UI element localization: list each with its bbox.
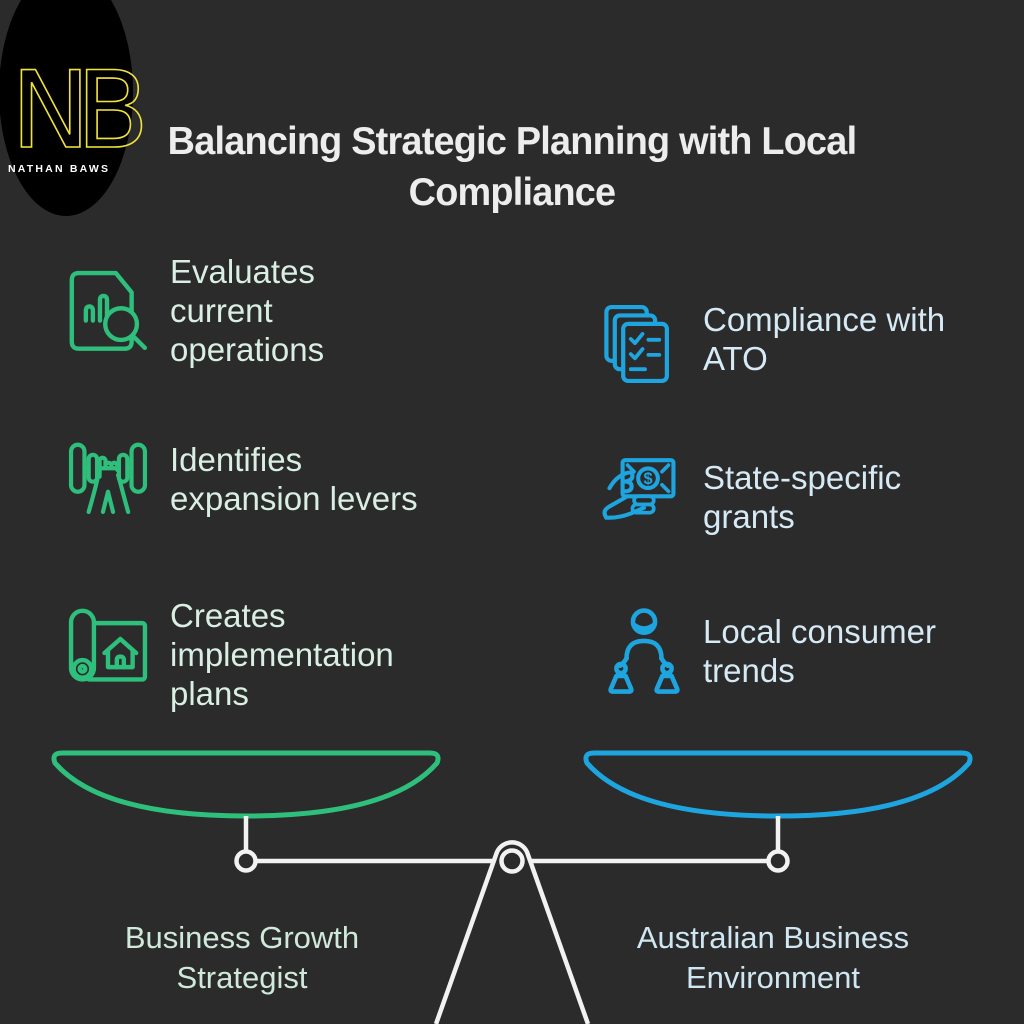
left-pan-label: Business Growth Strategist xyxy=(124,920,360,995)
blueprint-icon xyxy=(68,608,148,682)
item-label-local-consumer-trends: Local consumer trends xyxy=(703,613,936,689)
scale-stand xyxy=(433,840,591,1024)
checklist-documents-icon xyxy=(604,304,669,384)
left-pan-pivot-ring xyxy=(234,849,258,873)
dumbbell-hand-icon xyxy=(68,442,148,515)
item-label-creates-implementation-plans: Creates implementation plans xyxy=(170,597,394,712)
page-title: Balancing Strategic Planning with Local … xyxy=(167,120,857,214)
money-hand-icon: $ xyxy=(602,458,676,520)
scale-fulcrum-ring xyxy=(499,848,525,874)
item-label-evaluates-current-operations: Evaluates current operations xyxy=(170,253,325,368)
right-pan-pivot-ring xyxy=(766,849,790,873)
item-label-identifies-expansion-levers: Identifies expansion levers xyxy=(170,441,418,517)
left-scale-pan xyxy=(51,750,441,819)
logo-name: NATHAN BAWS xyxy=(8,163,110,175)
item-label-state-specific-grants: State-specific grants xyxy=(703,459,902,535)
logo-ellipse xyxy=(0,0,133,216)
dollar-sign: $ xyxy=(643,470,652,488)
item-label-compliance-with-ato: Compliance with ATO xyxy=(703,301,946,377)
right-scale-pan xyxy=(583,750,973,819)
right-pan-label: Australian Business Environment xyxy=(636,920,910,995)
logo-monogram: NB xyxy=(11,49,142,172)
balance-scale xyxy=(51,750,973,1024)
people-network-icon xyxy=(608,608,680,694)
document-analysis-icon xyxy=(69,270,148,351)
brand-logo: NB NATHAN BAWS xyxy=(0,0,157,216)
